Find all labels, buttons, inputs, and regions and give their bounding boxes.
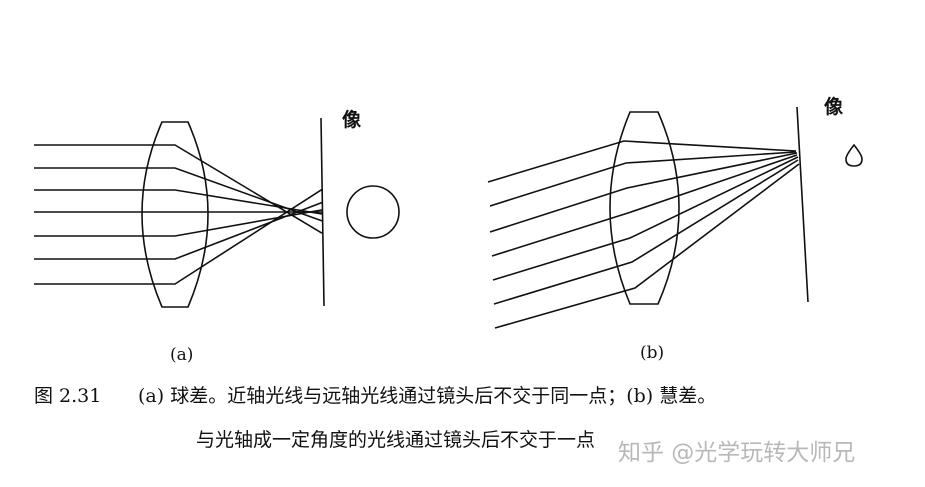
image-label-b: 像 [824, 95, 844, 118]
lens-b [609, 111, 680, 305]
caption-text-1: (a) 球差。近轴光线与远轴光线通过镜头后不交于同一点；(b) 慧差。 [138, 385, 717, 407]
ray-a [34, 167, 323, 222]
rays-b [487, 140, 800, 329]
ray-b [491, 154, 798, 257]
figure-number: 图 2.31 [34, 385, 102, 407]
blur-circle [346, 185, 400, 239]
ray-b [493, 159, 799, 305]
panel-label-b: (b) [640, 343, 664, 363]
coma-spot [845, 143, 863, 167]
ray-b [489, 152, 798, 233]
ray-b [489, 151, 797, 207]
ray-b [494, 163, 800, 329]
image-label-a: 像 [342, 108, 362, 131]
panel-label-a: (a) [170, 345, 193, 365]
image-plane-b [796, 106, 809, 303]
ray-a [34, 188, 323, 285]
ray-a [34, 189, 323, 215]
ray-b [492, 156, 799, 281]
rays-a [34, 144, 323, 285]
spherical-aberration-panel [34, 117, 400, 308]
ray-a [34, 201, 323, 260]
ray-a [34, 209, 323, 237]
lens-a [141, 121, 209, 308]
ray-b [487, 140, 797, 183]
zhihu-watermark: 知乎 @光学玩转大师兄 [618, 440, 856, 466]
caption-text-2: 与光轴成一定角度的光线通过镜头后不交于一点 [196, 429, 596, 451]
coma-panel [487, 106, 863, 329]
image-plane-a [320, 117, 325, 307]
